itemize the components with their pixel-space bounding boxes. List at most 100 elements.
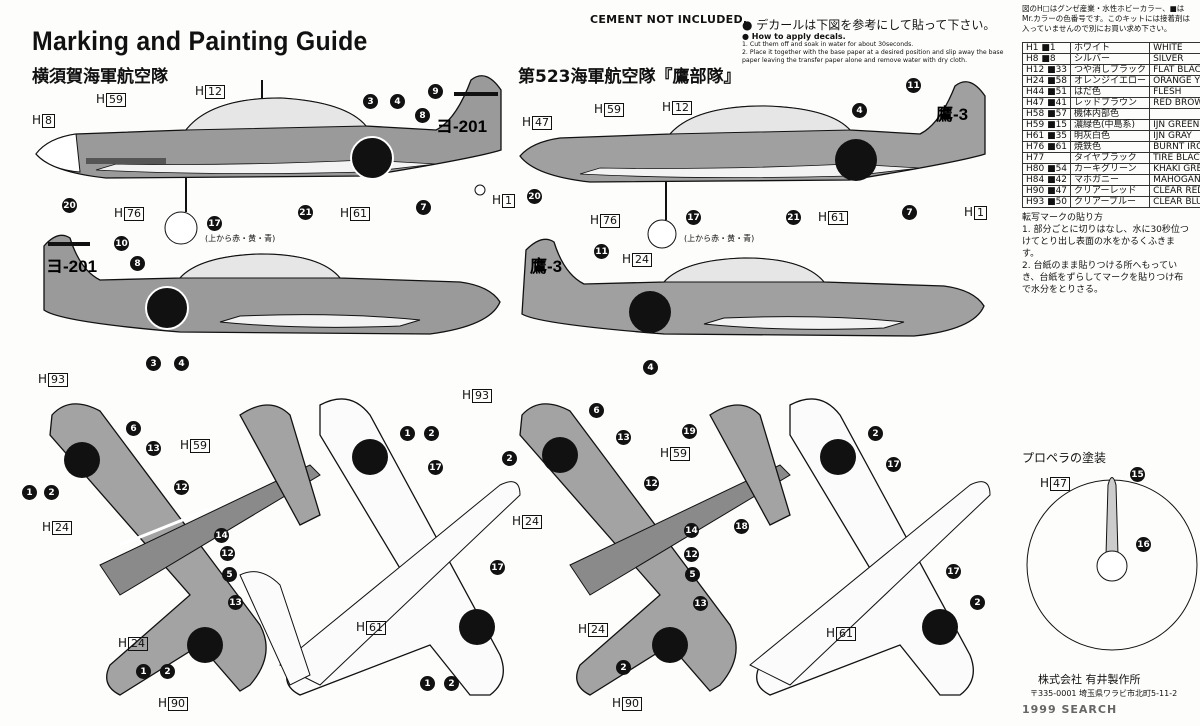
color-cell-en: ORANGE YELLOW [1149,75,1200,87]
marker-4-c: 4 [852,103,867,118]
side-view-yokosuka-left: ヨ-201 [43,234,501,335]
marker-2-d: 2 [444,676,459,691]
color-cell-en: IJN GRAY [1149,130,1200,142]
marker-2-b: 2 [160,664,175,679]
color-cell-code: H59 ■15 [1021,119,1072,131]
marker-2-g: 2 [868,426,883,441]
marker-13-b: 13 [228,595,243,610]
color-cell-jp: はだ色 [1070,86,1151,98]
color-cell-code: H1 ■1 [1021,42,1072,54]
marker-5: 5 [222,567,237,582]
howto-step1: 1. Cut them off and soak in water for ab… [742,41,914,48]
marker-17-c: 17 [428,460,443,475]
color-row: H84 ■42マホガニーMAHOGANY [1021,174,1200,186]
color-cell-jp: 明灰白色 [1070,130,1151,142]
color-cell-code: H80 ■54 [1021,163,1072,175]
marker-21: 21 [298,205,313,220]
marker-8: 8 [415,108,430,123]
code-yokosuka-2: ヨ-201 [46,257,97,276]
howto-section: ● デカールは下図を参考にして貼って下さい。 ● How to apply de… [742,18,1007,65]
callout-colorsnote: (上から赤・黄・青) [205,234,276,243]
marker-11: 11 [906,78,921,93]
color-cell-jp: シルバー [1070,53,1151,65]
color-cell-jp: マホガニー [1070,174,1151,186]
color-cell-code: H61 ■35 [1021,130,1072,142]
marker-9: 9 [428,84,443,99]
marker-1-d: 1 [420,676,435,691]
color-cell-en: KHAKI GREEN [1149,163,1200,175]
code-yokosuka-1: ヨ-201 [436,117,487,136]
color-cell-jp: ホワイト [1070,42,1151,54]
marker-2-h: 2 [970,595,985,610]
color-cell-code: H8 ■8 [1021,53,1072,65]
color-cell-code: H24 ■58 [1021,75,1072,87]
color-cell-jp: オレンジイエロー [1070,75,1151,87]
marker-1-b: 1 [136,664,151,679]
marker-15: 15 [1130,467,1145,482]
transfer-step1: 1. 部分ごとに切りはなし、水に30秒位つけてとり出し表面の水をかるくふきます。 [1022,225,1189,259]
color-cell-en: CLEAR BLUE [1149,196,1200,208]
color-cell-jp: 焼鉄色 [1070,141,1151,153]
color-note: 図のH□はグンゼ産業・水性ホビーカラー、■はMr.カラーの色番号です。このキット… [1022,4,1190,33]
code-taka-1: 鷹-3 [936,104,968,124]
page-title: Marking and Painting Guide [32,26,368,56]
code-taka-2: 鷹-3 [530,256,562,276]
marker-17-d: 17 [490,560,505,575]
marker-8-b: 8 [130,256,145,271]
marker-2: 2 [44,485,59,500]
color-cell-jp: 濃緑色(中島系) [1070,119,1151,131]
unit-label-taka: 第523海軍航空隊『鷹部隊』 [518,67,741,87]
under-view-taka [749,398,991,696]
marker-17-e: 17 [886,457,901,472]
howto-step2: 2. Place it together with the base paper… [742,49,1004,64]
marker-17: 17 [207,216,222,231]
marker-4-b: 4 [174,356,189,371]
cement-note: CEMENT NOT INCLUDED. [590,13,748,26]
marker-6: 6 [126,421,141,436]
howto-en: ● How to apply decals. [742,32,846,41]
callout-colorsnote-b: (上から赤・黄・青) [684,234,755,243]
transfer-section: 転写マークの貼り方 1. 部分ごとに切りはなし、水に30秒位つけてとり出し表面の… [1022,212,1192,296]
top-view-taka [519,403,791,696]
color-cell-en: TIRE BLACK [1149,152,1200,164]
marker-14: 14 [214,528,229,543]
marker-3-b: 3 [146,356,161,371]
color-cell-code: H76 ■61 [1021,141,1072,153]
marker-1: 1 [22,485,37,500]
marker-12-b: 12 [220,546,235,561]
marker-14-b: 14 [684,523,699,538]
propeller-diagram [1026,477,1198,651]
unit-label-yokosuka: 横須賀海軍航空隊 [32,67,168,87]
side-view-taka-left: 鷹-3 [521,238,985,337]
marker-13-d: 13 [693,596,708,611]
color-cell-jp: クリアーレッド [1070,185,1151,197]
marker-7: 7 [416,200,431,215]
under-view-yokosuka [239,398,521,696]
color-cell-en: BURNT IRON [1149,141,1200,153]
marker-3: 3 [363,94,378,109]
marker-13: 13 [146,441,161,456]
marker-21-b: 21 [786,210,801,225]
color-cell-code: H12 ■33 [1021,64,1072,76]
